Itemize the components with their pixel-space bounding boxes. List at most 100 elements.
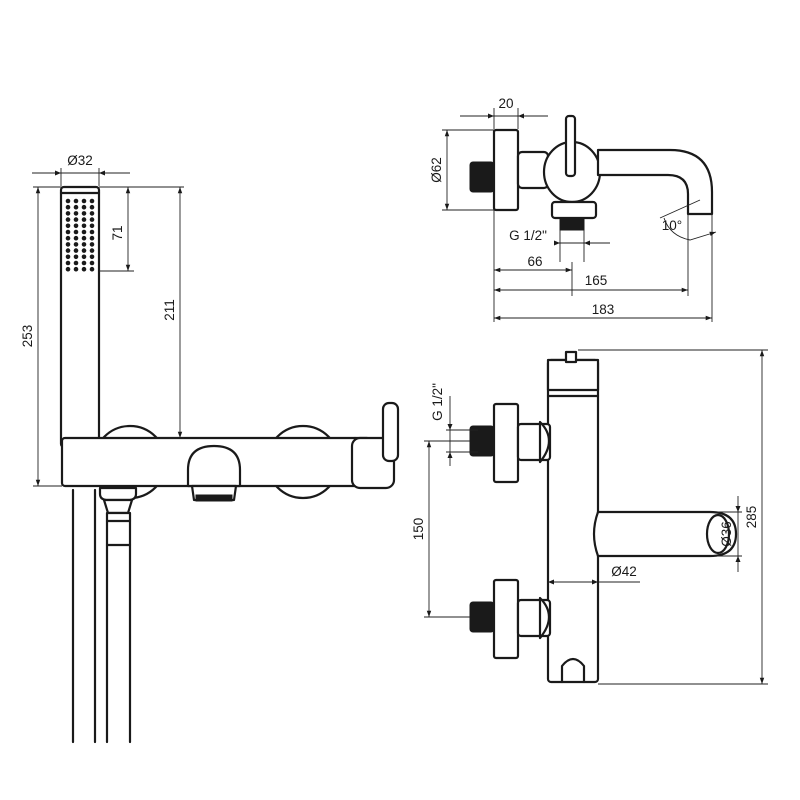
- dim-handshower-to-body: 211: [99, 186, 184, 439]
- spray-nozzle: [65, 223, 71, 229]
- spray-nozzle: [89, 223, 95, 229]
- dim-spout-projection: 165: [494, 214, 689, 296]
- spray-nozzle: [89, 235, 95, 241]
- spray-nozzle: [73, 242, 79, 247]
- top-thread: [559, 217, 585, 231]
- spray-nozzle: [81, 254, 87, 260]
- side-top-cap: [546, 358, 600, 392]
- spray-nozzle: [65, 260, 71, 266]
- spray-nozzle: [81, 223, 87, 229]
- spray-nozzle: [89, 198, 95, 204]
- side-body: [546, 358, 600, 684]
- dim-escutcheon-width: 20: [460, 96, 548, 129]
- spout-angle-label: 10°: [662, 218, 682, 233]
- spray-nozzle: [81, 198, 87, 204]
- spray-nozzle: [73, 198, 79, 204]
- spray-nozzle: [89, 266, 95, 272]
- spray-nozzle: [65, 229, 71, 235]
- spray-nozzle: [73, 223, 79, 229]
- spray-nozzle: [81, 217, 87, 222]
- spray-nozzle: [89, 260, 95, 266]
- bath-spout: [186, 444, 242, 502]
- handshower-to-body-label: 211: [162, 299, 177, 321]
- escutcheon-diameter-label: Ø62: [429, 157, 444, 183]
- side-view: G 1/2" 150 Ø42 Ø36: [411, 349, 768, 685]
- dim-spout-angle: 10°: [659, 199, 717, 241]
- dim-inlet-spacing: 150: [411, 440, 470, 618]
- spray-nozzle: [73, 229, 79, 235]
- side-upper-inlet: [469, 402, 552, 484]
- dim-side-thread: G 1/2": [509, 228, 610, 262]
- handshower: [59, 185, 101, 449]
- spray-nozzle: [81, 266, 87, 272]
- spray-nozzle: [89, 229, 95, 235]
- spray-nozzle: [73, 254, 79, 260]
- dim-total-handshower-height: 253: [20, 186, 62, 487]
- total-depth-label: 183: [592, 302, 615, 317]
- spray-nozzle: [89, 204, 95, 210]
- spray-nozzle: [73, 204, 79, 210]
- shower-hose: [71, 488, 132, 744]
- body-diameter-label: Ø42: [611, 564, 637, 579]
- side-lower-inlet: [469, 578, 552, 660]
- top-inlet-connector: [469, 161, 495, 193]
- lever-handle: [350, 401, 400, 490]
- dim-escutcheon-diameter: Ø62: [429, 129, 494, 211]
- spray-nozzle: [73, 217, 79, 222]
- dim-inlet-offset: 66: [493, 210, 573, 322]
- spray-nozzle: [89, 254, 95, 260]
- spray-nozzle: [81, 211, 87, 216]
- spray-nozzle: [81, 248, 87, 253]
- total-height-label: 285: [744, 506, 759, 529]
- spray-nozzle: [65, 217, 71, 222]
- spray-nozzle: [73, 248, 79, 253]
- dim-spray-height: 71: [99, 186, 134, 272]
- top-spout: [596, 148, 714, 216]
- spray-nozzle: [73, 260, 79, 266]
- spray-nozzle: [65, 235, 71, 241]
- total-handshower-height-label: 253: [20, 325, 35, 348]
- spray-nozzle: [65, 266, 71, 272]
- spout-diameter-label: Ø36: [719, 521, 734, 547]
- spray-nozzle: [73, 235, 79, 241]
- dim-handshower-diameter: Ø32: [32, 153, 130, 186]
- spray-nozzle: [89, 242, 95, 247]
- spray-nozzle: [81, 242, 87, 247]
- inlet-offset-label: 66: [527, 254, 542, 269]
- spray-nozzle: [81, 229, 87, 235]
- hose-connector: [98, 486, 138, 547]
- spray-nozzle: [65, 242, 71, 247]
- dim-spout-diameter: Ø36: [710, 496, 742, 572]
- spray-nozzle: [89, 248, 95, 253]
- spray-nozzle: [81, 260, 87, 266]
- spray-nozzle: [89, 211, 95, 216]
- spray-nozzle: [89, 217, 95, 222]
- dim-total-height: 285: [578, 349, 768, 685]
- spray-nozzle: [65, 211, 71, 216]
- spray-height-label: 71: [110, 225, 125, 240]
- side-hook: [560, 657, 586, 684]
- inlet-spacing-label: 150: [411, 518, 426, 541]
- dim-front-thread: G 1/2": [430, 383, 478, 466]
- spray-nozzle: [81, 204, 87, 210]
- spout-projection-label: 165: [585, 273, 608, 288]
- spray-nozzle: [65, 198, 71, 204]
- spray-nozzle: [73, 266, 79, 272]
- spray-nozzle: [73, 211, 79, 216]
- front-thread-label: G 1/2": [430, 383, 445, 421]
- top-view: 20 Ø62 G 1/2" 66 165: [429, 96, 717, 322]
- top-escutcheon: [492, 128, 520, 212]
- spray-nozzle: [65, 254, 71, 260]
- escutcheon-width-label: 20: [498, 96, 513, 111]
- top-lever: [564, 114, 577, 178]
- side-thread-label: G 1/2": [509, 228, 547, 243]
- spray-nozzles: [65, 198, 95, 272]
- handshower-diameter-label: Ø32: [67, 153, 93, 168]
- spray-nozzle: [81, 235, 87, 241]
- dim-body-diameter: Ø42: [548, 564, 640, 585]
- front-view: Ø32 253 71 211: [20, 153, 400, 744]
- spray-nozzle: [65, 248, 71, 253]
- side-spout: [592, 510, 738, 558]
- spray-nozzle: [65, 204, 71, 210]
